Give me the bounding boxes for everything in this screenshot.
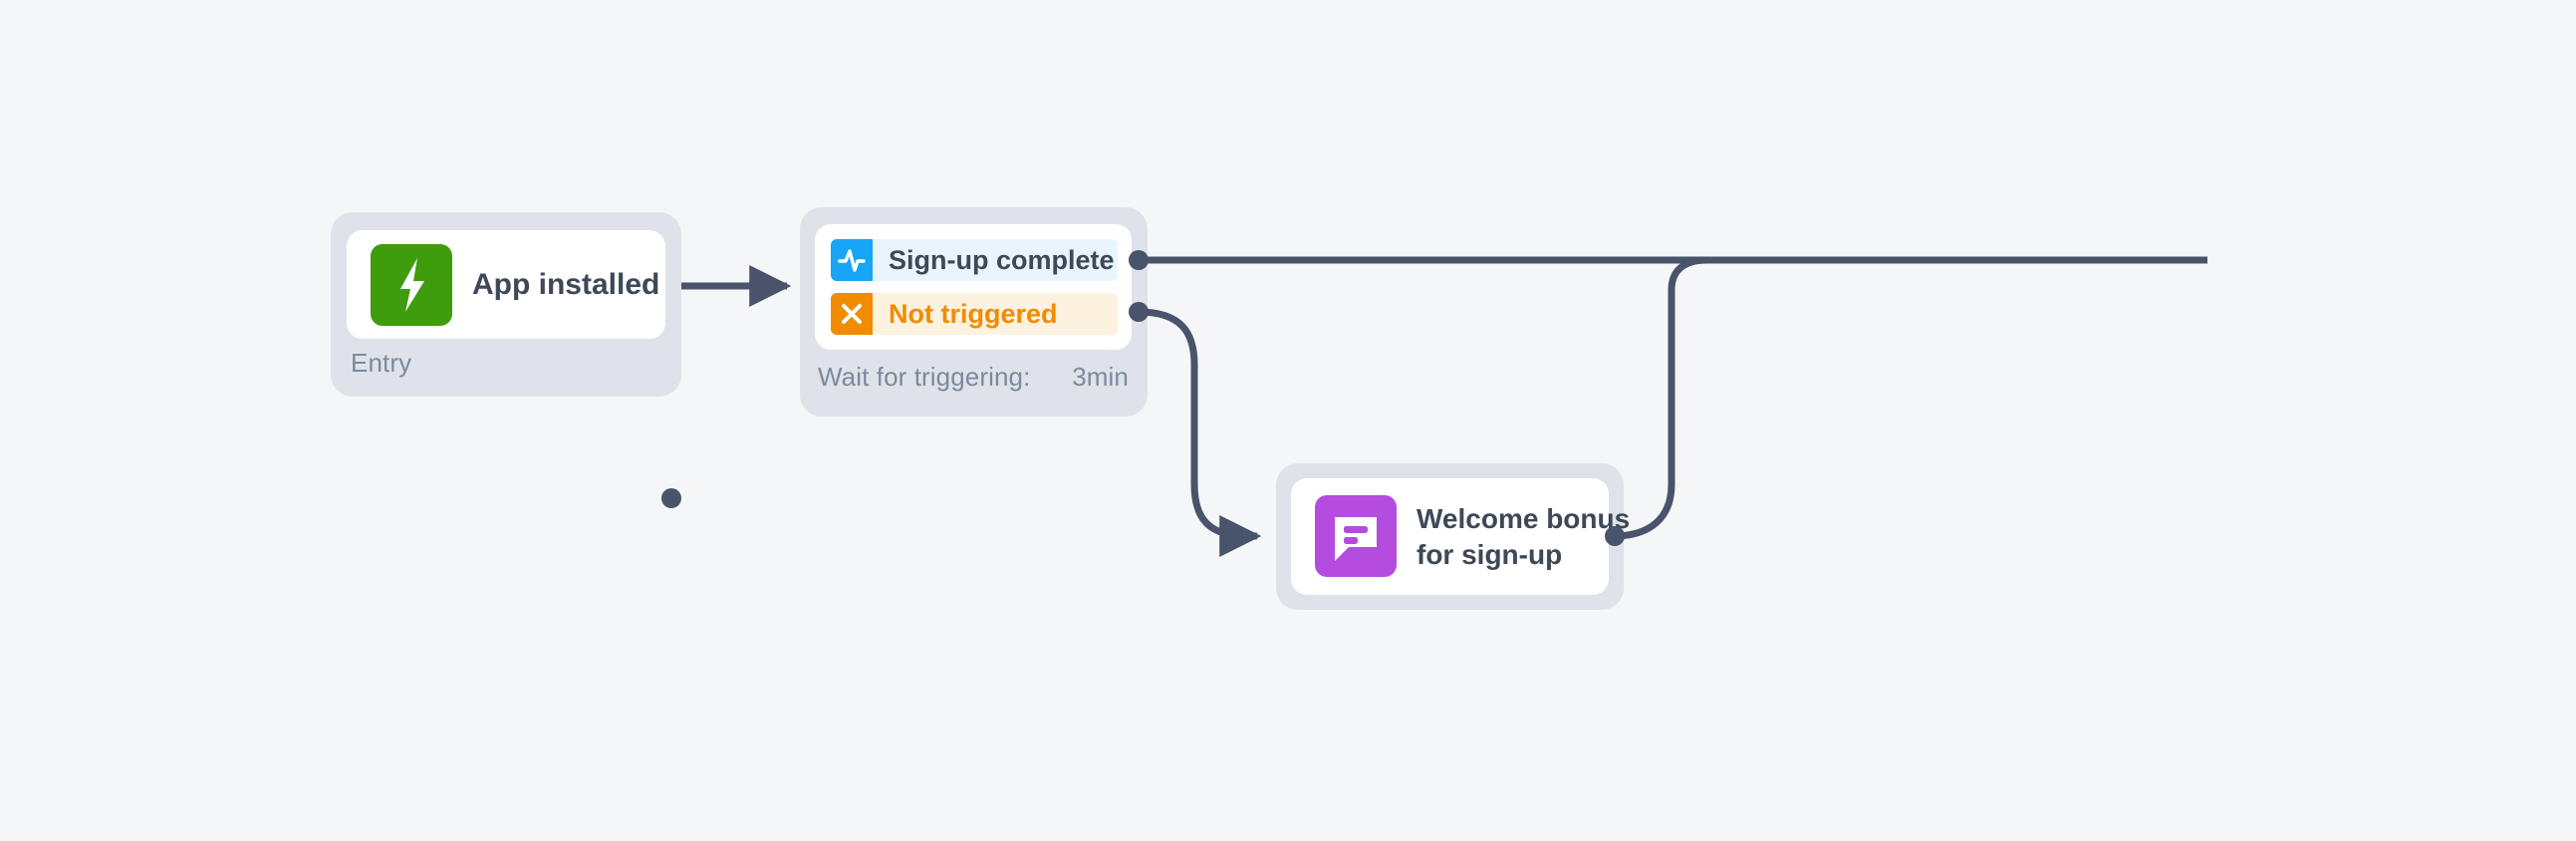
node-footer-label: Wait for triggering: (818, 361, 1031, 392)
node-body[interactable]: Welcome bonus for sign-up (1291, 478, 1630, 595)
status-row-label: Not triggered (889, 298, 1058, 329)
status-row-sign-up-complete[interactable]: Sign-up complete (831, 239, 1118, 281)
output-port-sign-up-complete[interactable] (1129, 250, 1149, 270)
node-title: App installed (472, 267, 660, 301)
node-footer-value: 3min (1072, 361, 1129, 392)
node-footer-label: Entry (351, 347, 412, 378)
edge-not-triggered-to-message (1138, 308, 1262, 557)
close-x-icon (831, 293, 873, 335)
node-footer: Wait for triggering: 3min (818, 357, 1129, 397)
node-title-line-2: for sign-up (1417, 538, 1563, 570)
status-row-label: Sign-up complete (889, 244, 1115, 275)
node-title: Welcome bonus for sign-up (1417, 478, 1630, 595)
node-welcome-bonus[interactable]: Welcome bonus for sign-up (1276, 463, 1630, 610)
output-port[interactable] (661, 488, 681, 508)
node-wait-for-triggering[interactable]: Sign-up complete Not triggered Wait for … (800, 207, 1149, 417)
node-app-installed[interactable]: App installed Entry (331, 212, 681, 508)
node-body[interactable]: App installed (347, 230, 665, 339)
node-body[interactable]: Sign-up complete Not triggered (815, 224, 1132, 350)
output-port-not-triggered[interactable] (1129, 302, 1149, 322)
status-row-not-triggered[interactable]: Not triggered (831, 293, 1118, 335)
lightning-bolt-icon (371, 244, 452, 326)
chat-bubble-icon (1315, 495, 1397, 577)
output-port[interactable] (1605, 526, 1625, 546)
activity-pulse-icon (831, 239, 873, 281)
node-title-line-1: Welcome bonus (1417, 502, 1631, 534)
node-footer: Entry (351, 343, 649, 383)
